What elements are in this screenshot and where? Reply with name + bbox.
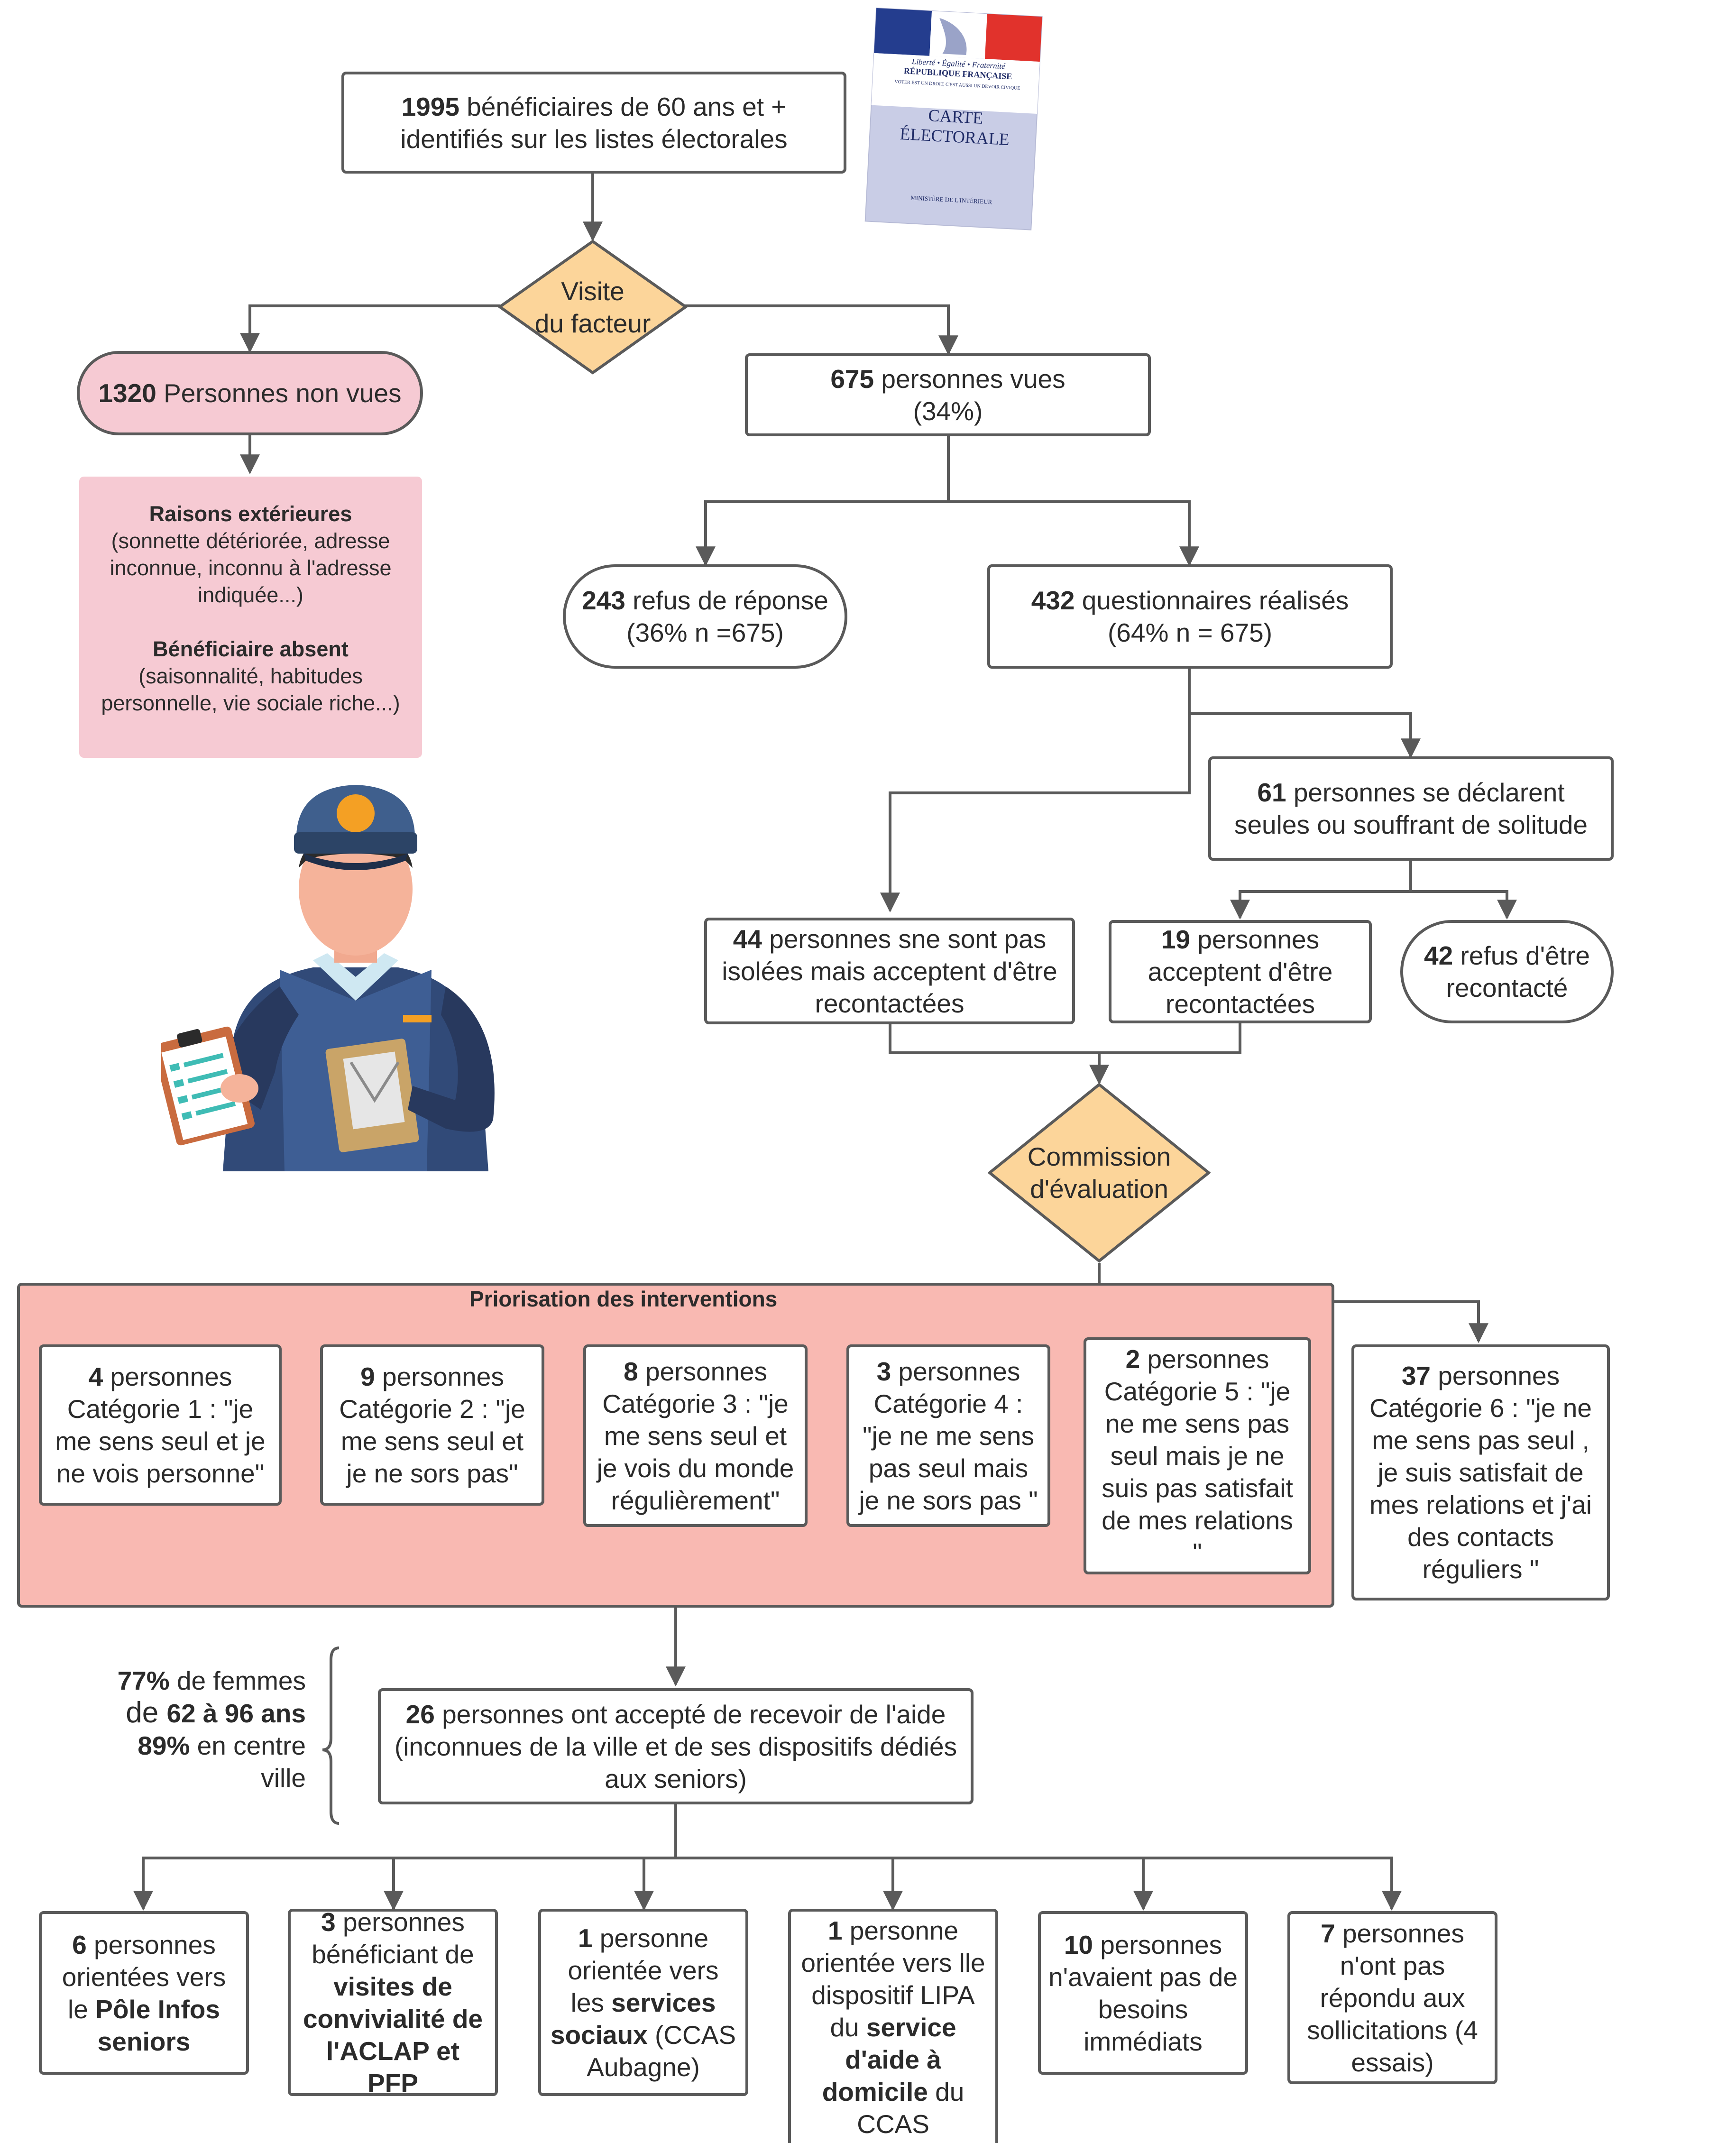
outcome-1-box: 6 personnes orientées vers le Pôle Infos… xyxy=(39,1911,249,2075)
category-1-count: 4 xyxy=(88,1362,103,1391)
women-pct: 77% xyxy=(117,1666,170,1695)
outcome-6-count: 7 xyxy=(1321,1918,1335,1948)
category-2-text: personnes Catégorie 2 : "je me sens seul… xyxy=(339,1362,525,1488)
commission-label: Commission d'évaluation xyxy=(988,1083,1211,1263)
centre-text: en centre ville xyxy=(190,1731,306,1793)
accepted-box: 26 personnes ont accepté de recevoir de … xyxy=(378,1688,974,1804)
outcome-3-box: 1 personne orientée vers les services so… xyxy=(538,1909,748,2096)
not-seen-text: Personnes non vues xyxy=(156,378,402,408)
seen-text: personnes vues xyxy=(874,364,1065,394)
refused-pct: (36% n =675) xyxy=(626,618,784,647)
outcome-5-box: 10 personnes n'avaient pas de besoins im… xyxy=(1038,1911,1248,2075)
postman-illustration xyxy=(161,785,495,1171)
category-2-box: 9 personnes Catégorie 2 : "je me sens se… xyxy=(320,1344,544,1506)
visit-label-line2: du facteur xyxy=(534,308,651,338)
category-6-count: 37 xyxy=(1401,1361,1431,1390)
women-text: de femmes xyxy=(169,1666,306,1695)
category-4-text: personnes Catégorie 4 : "je ne me sens p… xyxy=(859,1356,1038,1515)
category-2-count: 9 xyxy=(360,1362,375,1391)
not-isolated-text: personnes sne sont pas isolées mais acce… xyxy=(722,924,1057,1018)
commission-diamond xyxy=(988,1083,1211,1263)
reasons-text-1: (sonnette détériorée, adresse inconnue, … xyxy=(110,529,392,607)
category-1-box: 4 personnes Catégorie 1 : "je me sens se… xyxy=(39,1344,282,1506)
accept-text: personnes acceptent d'être recontactées xyxy=(1148,925,1333,1019)
outcome-2-bold: visites de convivialité de l'ACLAP et PF… xyxy=(303,1971,483,2098)
category-6-text: personnes Catégorie 6 : "je ne me sens p… xyxy=(1369,1361,1592,1584)
reasons-text-2: (saisonnalité, habitudes personnelle, vi… xyxy=(101,664,400,715)
lonely-box: 61 personnes se déclarent seules ou souf… xyxy=(1208,756,1614,861)
category-5-count: 2 xyxy=(1125,1344,1140,1374)
visit-label: Visite du facteur xyxy=(498,239,688,375)
lonely-text: personnes se déclarent seules ou souffra… xyxy=(1234,778,1588,839)
category-3-box: 8 personnes Catégorie 3 : "je me sens se… xyxy=(583,1344,808,1527)
category-5-box: 2 personnes Catégorie 5 : "je ne me sens… xyxy=(1084,1337,1311,1574)
outcome-5-text: personnes n'avaient pas de besoins imméd… xyxy=(1048,1930,1238,2056)
accept-count: 19 xyxy=(1161,925,1191,954)
outcome-2-box: 3 personnes bénéficiant de visites de co… xyxy=(288,1907,498,2098)
reasons-title-1: Raisons extérieures xyxy=(149,502,352,526)
category-1-text: personnes Catégorie 1 : "je me sens seul… xyxy=(55,1362,266,1488)
not-seen-box: 1320 Personnes non vues xyxy=(77,351,423,435)
outcome-2-text: personnes bénéficiant de xyxy=(312,1907,474,1969)
not-seen-count: 1320 xyxy=(98,378,156,408)
outcome-3-bold: services sociaux xyxy=(550,1987,716,2050)
category-4-count: 3 xyxy=(876,1356,891,1386)
outcome-4-box: 1 personne orientée vers lle dispositif … xyxy=(788,1909,998,2143)
outcome-3-count: 1 xyxy=(578,1923,593,1953)
beneficiaries-box: 1995 bénéficiaires de 60 ans et + identi… xyxy=(341,72,846,174)
outcome-4-bold: service d'aide à domicile xyxy=(822,2013,956,2106)
priority-title: Priorisation des interventions xyxy=(469,1287,778,1311)
outcome-4-count: 1 xyxy=(827,1916,843,1945)
outcome-1-text: personnes orientées vers le xyxy=(62,1930,226,2024)
reasons-title-2: Bénéficiaire absent xyxy=(153,637,349,661)
reasons-note: Raisons extérieures (sonnette détériorée… xyxy=(79,477,422,758)
outcome-4-text: personne orientée vers lle dispositif LI… xyxy=(801,1916,985,2042)
questionnaires-text: questionnaires réalisés xyxy=(1075,586,1349,615)
visit-diamond xyxy=(498,239,688,375)
questionnaires-box: 432 questionnaires réalisés (64% n = 675… xyxy=(987,564,1393,669)
accepted-count: 26 xyxy=(405,1699,435,1729)
not-isolated-box: 44 personnes sne sont pas isolées mais a… xyxy=(704,918,1075,1024)
category-3-count: 8 xyxy=(624,1356,638,1386)
outcome-1-bold: Pôle Infos seniors xyxy=(95,1994,220,2056)
outcome-6-text: personnes n'ont pas répondu aux sollicit… xyxy=(1307,1918,1478,2077)
age-range: 62 à 96 ans xyxy=(166,1699,306,1728)
refused-count: 243 xyxy=(582,586,625,615)
questionnaires-pct: (64% n = 675) xyxy=(1107,618,1273,647)
refuse-contact-count: 42 xyxy=(1424,941,1453,970)
side-stats: 77% de femmes de 62 à 96 ans 89% en cent… xyxy=(95,1665,306,1794)
commission-label-line1: Commission xyxy=(1027,1142,1171,1171)
refused-box: 243 refus de réponse (36% n =675) xyxy=(563,564,847,669)
centre-pct: 89% xyxy=(138,1731,190,1760)
not-isolated-count: 44 xyxy=(733,924,762,954)
outcome-1-count: 6 xyxy=(72,1930,87,1959)
refused-text: refus de réponse xyxy=(625,586,828,615)
outcome-3-text: personne orientée vers les xyxy=(568,1923,719,2017)
beneficiaries-text: bénéficiaires de 60 ans et + identifiés … xyxy=(400,92,788,154)
seen-count: 675 xyxy=(830,364,874,394)
outcome-2-count: 3 xyxy=(321,1907,336,1937)
category-6-box: 37 personnes Catégorie 6 : "je ne me sen… xyxy=(1351,1344,1610,1600)
visit-label-line1: Visite xyxy=(561,276,625,306)
category-5-text: personnes Catégorie 5 : "je ne me sens p… xyxy=(1102,1344,1293,1567)
category-4-box: 3 personnes Catégorie 4 : "je ne me sens… xyxy=(846,1344,1050,1527)
refuse-contact-text: refus d'être recontacté xyxy=(1446,941,1590,1003)
accept-box: 19 personnes acceptent d'être recontacté… xyxy=(1109,920,1372,1023)
outcome-5-count: 10 xyxy=(1064,1930,1093,1959)
beneficiaries-count: 1995 xyxy=(401,92,459,121)
seen-box: 675 personnes vues (34%) xyxy=(745,353,1151,436)
voter-card-icon: Liberté • Égalité • Fraternité RÉPUBLIQU… xyxy=(862,5,1049,237)
category-3-text: personnes Catégorie 3 : "je me sens seul… xyxy=(597,1356,794,1515)
commission-label-line2: d'évaluation xyxy=(1030,1174,1168,1204)
outcome-4-tail: du CCAS xyxy=(857,2077,964,2139)
age-prefix: de xyxy=(126,1696,167,1729)
accepted-text: personnes ont accepté de recevoir de l'a… xyxy=(394,1699,957,1793)
seen-pct: (34%) xyxy=(913,396,983,426)
lonely-count: 61 xyxy=(1257,778,1286,807)
questionnaires-count: 432 xyxy=(1031,586,1075,615)
outcome-6-box: 7 personnes n'ont pas répondu aux sollic… xyxy=(1287,1911,1497,2084)
refuse-contact-box: 42 refus d'être recontacté xyxy=(1400,920,1614,1023)
outcome-3-tail: (CCAS Aubagne) xyxy=(587,2020,736,2082)
